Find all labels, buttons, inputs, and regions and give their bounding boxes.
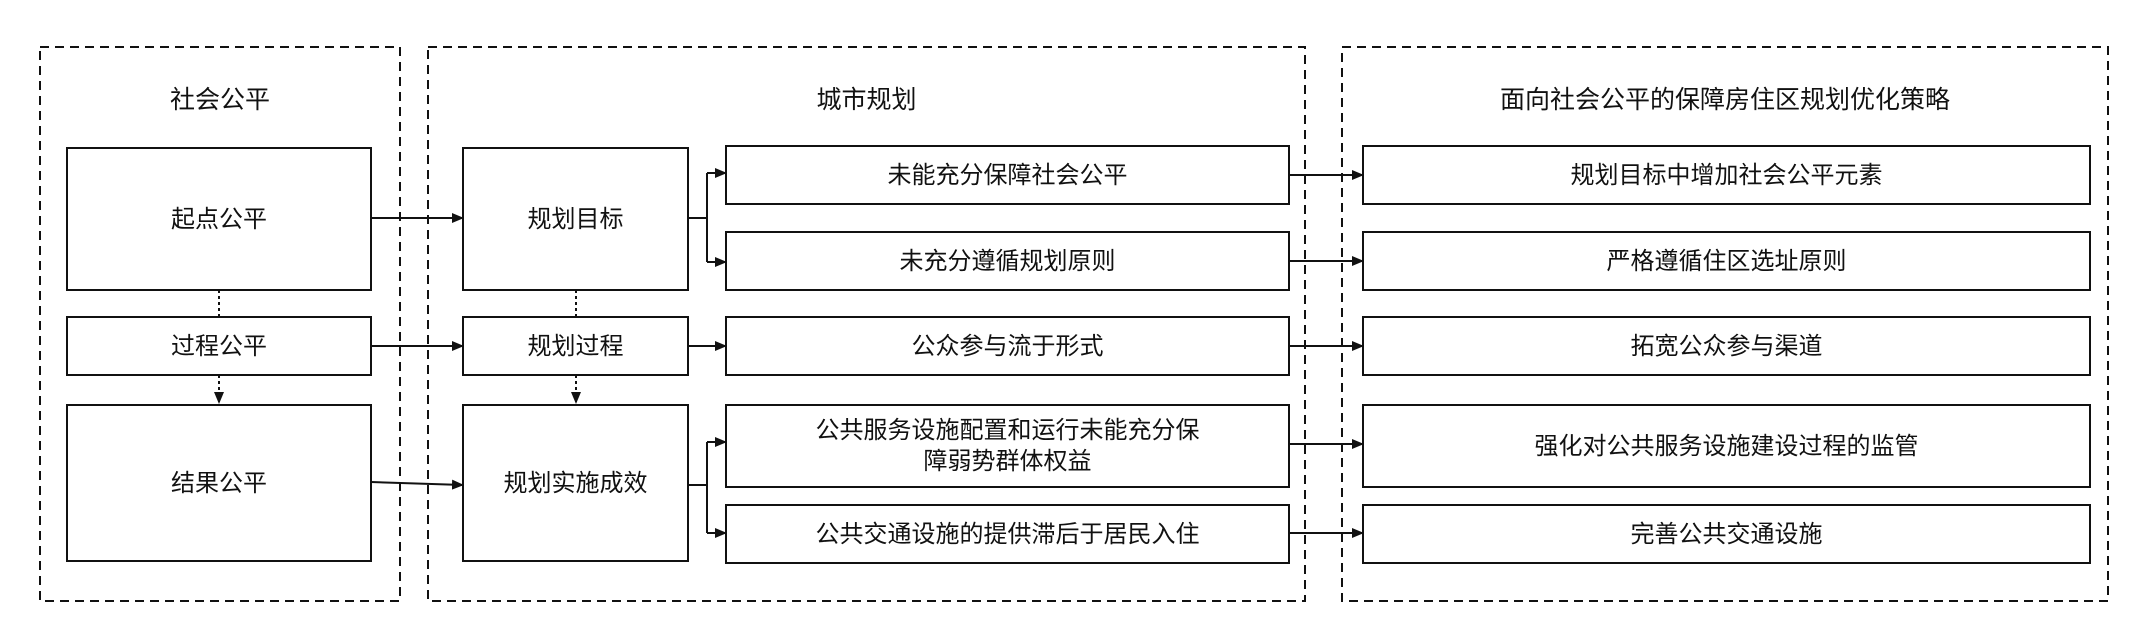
- label-strategy-3: 拓宽公众参与渠道: [1630, 331, 1823, 360]
- group-frame-equity: [39, 46, 401, 602]
- arrow-result-to-effect: [370, 479, 464, 490]
- label-problem-4: 公共服务设施配置和运行未能充分保 障弱势群体权益: [726, 405, 1289, 487]
- box-planning-effect: [462, 404, 689, 562]
- box-strategy-4: [1362, 404, 2091, 488]
- group-title-equity: 社会公平: [169, 85, 270, 114]
- label-planning-effect: 规划实施成效: [503, 468, 648, 497]
- label-planning-process: 规划过程: [527, 331, 624, 360]
- group-frame-planning: [427, 46, 1306, 602]
- branch-goal: [688, 173, 708, 262]
- label-problem-1: 未能充分保障社会公平: [887, 160, 1128, 189]
- branch-effect: [688, 442, 708, 533]
- label-problem-5: 公共交通设施的提供滞后于居民入住: [815, 519, 1200, 548]
- label-problem-3: 公众参与流于形式: [911, 331, 1104, 360]
- label-strategy-4: 强化对公共服务设施建设过程的监管: [1534, 431, 1919, 460]
- box-problem-5: [725, 504, 1290, 564]
- label-problem-4-line-1: 公共服务设施配置和运行未能充分保: [815, 416, 1200, 444]
- label-process-equity: 过程公平: [171, 331, 267, 360]
- box-problem-4: [725, 404, 1290, 488]
- label-strategy-5: 完善公共交通设施: [1630, 519, 1823, 548]
- group-title-planning: 城市规划: [816, 85, 917, 114]
- label-problem-2: 未充分遵循规划原则: [899, 246, 1116, 275]
- label-planning-goal: 规划目标: [527, 204, 624, 233]
- label-strategy-2: 严格遵循住区选址原则: [1606, 246, 1847, 275]
- label-strategy-1: 规划目标中增加社会公平元素: [1570, 160, 1883, 189]
- box-strategy-2: [1362, 231, 2091, 291]
- box-result-equity: [66, 404, 372, 562]
- box-strategy-5: [1362, 504, 2091, 564]
- box-strategy-3: [1362, 316, 2091, 376]
- label-problem-4-line-2: 障弱势群体权益: [923, 447, 1092, 475]
- box-start-equity: [66, 147, 372, 291]
- label-start-equity: 起点公平: [171, 204, 267, 233]
- box-planning-goal: [462, 147, 689, 291]
- box-strategy-1: [1362, 145, 2091, 205]
- group-title-strategy: 面向社会公平的保障房住区规划优化策略: [1499, 85, 1950, 114]
- label-result-equity: 结果公平: [171, 468, 267, 497]
- group-frame-strategy: [1341, 46, 2109, 602]
